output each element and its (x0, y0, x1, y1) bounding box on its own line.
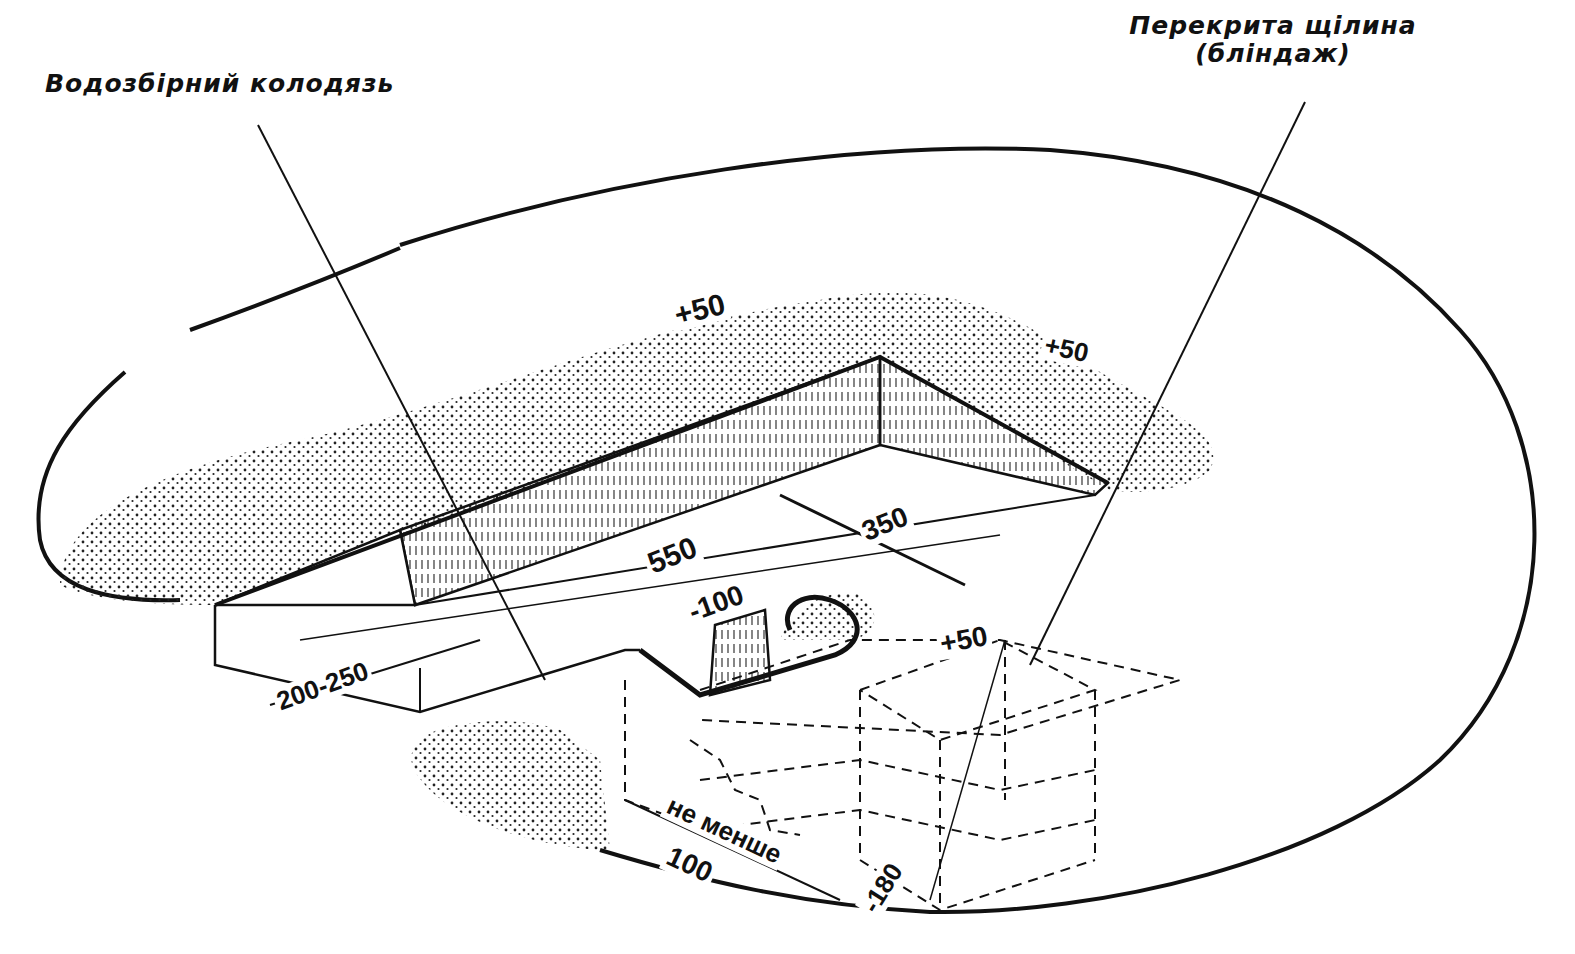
trench-bend (640, 597, 857, 695)
dimension-value: 550 (640, 529, 704, 581)
trench-floor-edge (415, 495, 1095, 605)
leader-line (1030, 102, 1305, 665)
elevation-mark: +50 (935, 621, 993, 661)
dimension-value: 350 (855, 500, 915, 548)
callout-label: Водозбірний колодязь (45, 70, 394, 98)
parapet-soil (60, 293, 1213, 606)
callout-label: Перекрита щілина (бліндаж) (1108, 12, 1438, 67)
ground-contour (190, 248, 400, 330)
dimension-value: 100 (659, 840, 720, 890)
dimension-line (780, 495, 965, 585)
dimension-value: 200-250 (270, 655, 375, 717)
dimension-line (930, 640, 1005, 900)
parapet-soil (411, 721, 610, 850)
trench-rim (215, 357, 1108, 605)
ground-contour (400, 148, 1534, 912)
leader-line (258, 125, 545, 680)
trench-floor-edge (419, 668, 421, 712)
